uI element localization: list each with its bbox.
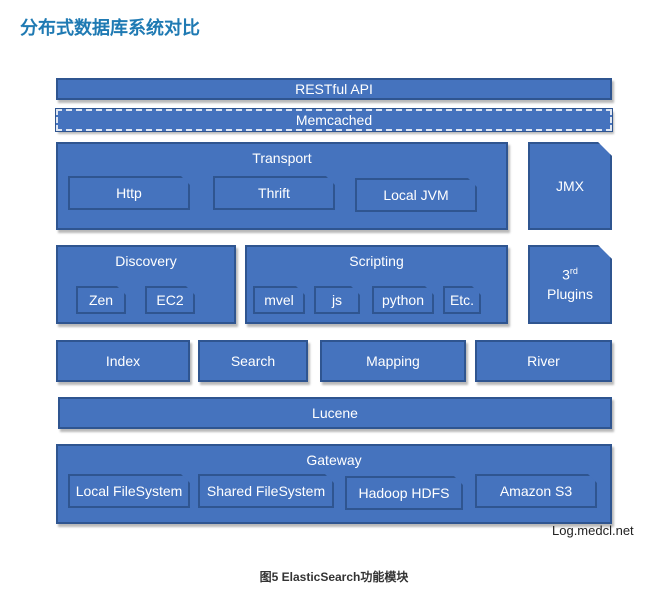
transport-local-jvm-block: Local JVM	[355, 178, 477, 212]
discovery-ec2-block: EC2	[145, 286, 195, 314]
scripting-mvel-block: mvel	[253, 286, 305, 314]
figure-caption: 图5 ElasticSearch功能模块	[259, 570, 409, 584]
gateway-local-fs-block: Local FileSystem	[68, 474, 190, 508]
scripting-js-label: js	[331, 292, 343, 308]
lucene-label: Lucene	[312, 405, 358, 421]
discovery-ec2-label: EC2	[156, 292, 184, 308]
transport-thrift-label: Thrift	[258, 185, 290, 201]
page-title: 分布式数据库系统对比	[20, 18, 200, 39]
transport-label: Transport	[252, 150, 312, 166]
watermark: Log.medcl.net	[552, 523, 634, 538]
river-label: River	[527, 353, 560, 369]
scripting-python-block: python	[372, 286, 434, 314]
gateway-label: Gateway	[306, 452, 362, 468]
river-block: River	[475, 340, 612, 382]
gateway-shared-fs-block: Shared FileSystem	[198, 474, 334, 508]
plugins-block: 3rd Plugins	[528, 245, 612, 324]
scripting-etc-label: Etc.	[449, 292, 475, 308]
memcached-block: Memcached	[55, 108, 613, 132]
plugins-label: Plugins	[547, 285, 593, 302]
plugins-number: 3	[562, 266, 570, 283]
restful-api-label: RESTful API	[295, 81, 373, 97]
gateway-amazon-s3-block: Amazon S3	[475, 474, 597, 508]
lucene-block: Lucene	[58, 397, 612, 429]
gateway-shared-fs-label: Shared FileSystem	[206, 483, 326, 499]
scripting-python-label: python	[381, 292, 425, 308]
jmx-block: JMX	[528, 142, 612, 230]
scripting-etc-block: Etc.	[443, 286, 481, 314]
transport-thrift-block: Thrift	[213, 176, 335, 210]
index-block: Index	[56, 340, 190, 382]
discovery-zen-label: Zen	[88, 292, 114, 308]
scripting-js-block: js	[314, 286, 360, 314]
scripting-label: Scripting	[349, 253, 404, 269]
plugins-suffix: rd	[569, 266, 578, 277]
transport-http-label: Http	[116, 185, 142, 201]
discovery-zen-block: Zen	[76, 286, 126, 314]
gateway-local-fs-label: Local FileSystem	[75, 483, 183, 499]
mapping-block: Mapping	[320, 340, 466, 382]
memcached-label: Memcached	[295, 112, 373, 128]
search-label: Search	[230, 353, 276, 369]
transport-http-block: Http	[68, 176, 190, 210]
search-block: Search	[198, 340, 308, 382]
jmx-label: JMX	[556, 178, 584, 194]
gateway-hadoop-hdfs-block: Hadoop HDFS	[345, 476, 463, 510]
transport-local-jvm-label: Local JVM	[383, 187, 449, 203]
restful-api-block: RESTful API	[56, 78, 612, 100]
gateway-amazon-s3-label: Amazon S3	[499, 483, 573, 499]
mapping-label: Mapping	[366, 353, 420, 369]
discovery-label: Discovery	[115, 253, 177, 269]
scripting-mvel-label: mvel	[264, 292, 294, 308]
index-label: Index	[105, 353, 141, 369]
gateway-hadoop-hdfs-label: Hadoop HDFS	[358, 485, 450, 501]
